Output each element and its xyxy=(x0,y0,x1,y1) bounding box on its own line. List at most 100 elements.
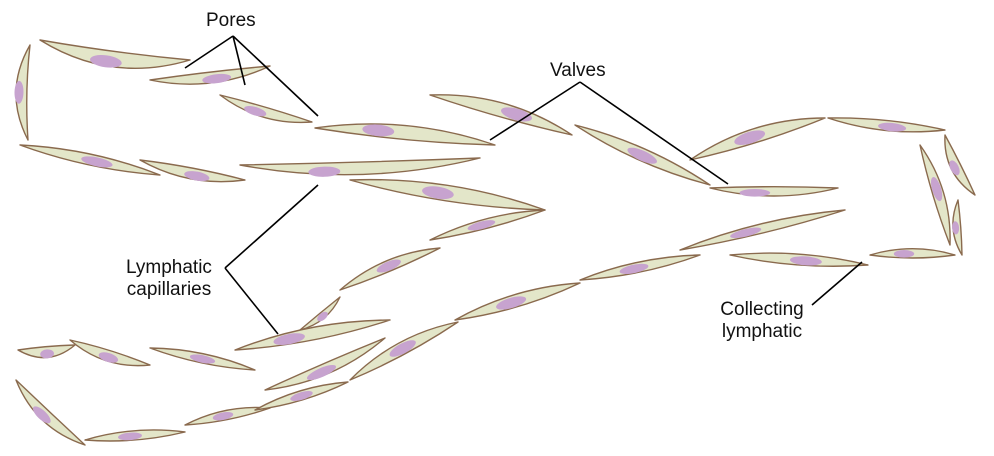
endothelial-cell xyxy=(69,339,151,367)
cell-nucleus xyxy=(81,156,113,168)
cell-nucleus xyxy=(619,263,649,274)
endothelial-cell xyxy=(689,117,826,161)
endothelial-cell xyxy=(579,254,701,281)
cell-nucleus xyxy=(290,391,313,401)
endothelial-cell xyxy=(709,186,839,197)
cell-nucleus xyxy=(308,166,341,177)
endothelial-cell xyxy=(944,134,976,196)
endothelial-cell xyxy=(574,124,711,186)
cell-nucleus xyxy=(184,171,210,182)
endothelial-cell xyxy=(19,144,161,176)
cell-nucleus xyxy=(389,340,416,357)
cell-nucleus xyxy=(627,147,657,164)
cell-nucleus xyxy=(893,250,915,258)
cell-nucleus xyxy=(317,311,328,322)
cell-nucleus xyxy=(362,124,395,137)
endothelial-cell xyxy=(149,347,256,371)
cell-nucleus xyxy=(376,259,401,273)
label-valves: Valves xyxy=(550,60,606,82)
cell-nucleus xyxy=(90,54,122,68)
lymphatic-capillaries-leader xyxy=(224,267,279,335)
cell-nucleus xyxy=(878,122,907,132)
endothelial-cell xyxy=(219,94,313,124)
cell-nucleus xyxy=(422,186,454,200)
cell-body xyxy=(944,134,976,196)
cell-body xyxy=(429,94,573,136)
cell-body xyxy=(69,339,151,367)
pores-leader xyxy=(184,35,234,69)
endothelial-cell xyxy=(869,248,956,259)
cell-body xyxy=(15,379,86,446)
endothelial-cell xyxy=(679,209,846,251)
cell-nucleus xyxy=(212,411,234,421)
pores-leader xyxy=(232,35,246,86)
cell-nucleus xyxy=(40,349,54,359)
endothelial-cell xyxy=(729,252,869,267)
cell-nucleus xyxy=(202,73,232,84)
cell-body xyxy=(679,209,846,251)
cell-nucleus xyxy=(496,296,527,310)
cell-body xyxy=(219,94,313,124)
endothelial-cell xyxy=(349,178,546,211)
cell-nucleus xyxy=(306,365,337,380)
lymphatic-capillaries-leader xyxy=(224,184,319,269)
label-lymphatic-line1: Lymphatic xyxy=(126,257,212,278)
cell-body xyxy=(39,39,191,69)
cell-nucleus xyxy=(14,80,24,104)
cell-body xyxy=(299,296,341,331)
cell-nucleus xyxy=(467,220,496,231)
cell-body xyxy=(709,186,839,197)
cell-nucleus xyxy=(949,160,960,176)
cell-body xyxy=(239,157,481,176)
valves-leader xyxy=(579,81,729,185)
label-lymphatic-line2: capillaries xyxy=(126,279,212,300)
cell-nucleus xyxy=(739,189,771,197)
label-lymphatic-capillaries: Lymphatic capillaries xyxy=(118,257,220,301)
endothelial-cell xyxy=(454,282,581,321)
endothelial-cell xyxy=(14,44,31,141)
endothelial-cell xyxy=(827,117,946,133)
endothelial-cell xyxy=(264,337,386,391)
endothelial-cell xyxy=(919,144,951,246)
endothelial-cell xyxy=(349,321,459,381)
endothelial-cell xyxy=(314,123,496,146)
endothelial-cell xyxy=(17,344,76,359)
endothelial-cell xyxy=(239,157,481,177)
endothelial-cell xyxy=(299,296,341,331)
cell-body xyxy=(149,65,271,85)
cell-nucleus xyxy=(32,406,51,424)
cell-nucleus xyxy=(952,221,960,235)
label-collecting-line2: lymphatic xyxy=(721,321,803,342)
collecting-lymphatic-leader xyxy=(811,261,863,306)
endothelial-cell xyxy=(429,209,546,241)
cell-nucleus xyxy=(789,256,822,266)
label-collecting-lymphatic: Collecting lymphatic xyxy=(710,299,814,343)
cell-body xyxy=(314,123,496,146)
cell-body xyxy=(139,159,246,183)
cell-nucleus xyxy=(189,354,216,364)
endothelial-cell xyxy=(139,159,246,183)
endothelial-cell xyxy=(149,65,271,85)
endothelial-cell xyxy=(952,199,963,256)
label-collecting-line1: Collecting xyxy=(720,299,804,320)
endothelial-cell xyxy=(39,39,191,69)
cell-nucleus xyxy=(118,432,142,441)
endothelial-cell xyxy=(84,429,186,442)
label-valves-text: Valves xyxy=(550,60,606,81)
cell-body xyxy=(264,337,386,391)
pores-leader xyxy=(232,35,319,117)
label-pores: Pores xyxy=(206,10,256,32)
cell-nucleus xyxy=(98,352,119,363)
endothelial-cell xyxy=(339,247,441,291)
label-pores-text: Pores xyxy=(206,10,256,31)
cell-nucleus xyxy=(730,227,762,239)
cell-nucleus xyxy=(734,130,766,146)
endothelial-cell xyxy=(234,319,391,351)
cell-nucleus xyxy=(273,333,305,345)
valves-leader xyxy=(489,81,581,141)
endothelial-cell xyxy=(15,379,86,446)
cell-nucleus xyxy=(930,177,943,202)
cell-nucleus xyxy=(244,106,267,117)
